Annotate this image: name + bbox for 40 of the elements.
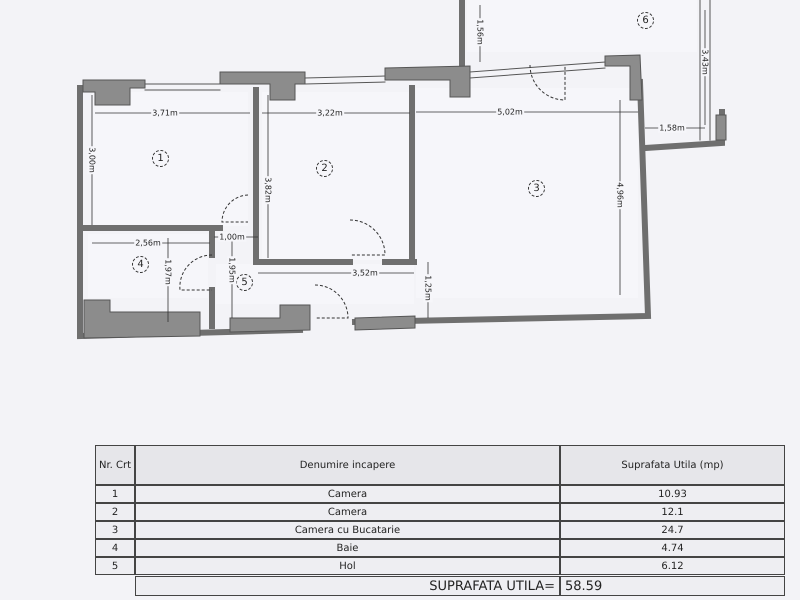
dimension-label: 4,96m	[616, 181, 624, 209]
table-cell: 2	[95, 503, 135, 521]
room-number: 2	[316, 160, 333, 177]
table-header: Nr. Crt	[95, 445, 135, 485]
dimension-label: 3,71m	[151, 108, 179, 118]
table-header: Suprafata Utila (mp)	[560, 445, 785, 485]
dimension-label: 2,56m	[134, 238, 162, 248]
table-header: Denumire incapere	[135, 445, 560, 485]
table-cell: 1	[95, 485, 135, 503]
dimension-label: 1,56m	[476, 18, 484, 46]
dimension-label: 3,52m	[351, 268, 379, 278]
room-number: 3	[528, 180, 545, 197]
table-cell: SUPRAFATA UTILA=	[135, 576, 560, 596]
dimension-label: 1,25m	[424, 274, 432, 302]
table-cell: 6.12	[560, 557, 785, 575]
dimension-label: 1,95m	[228, 256, 236, 284]
dimension-label: 1,58m	[658, 124, 686, 132]
dimension-label: 3,43m	[700, 48, 710, 76]
table-cell: 12.1	[560, 503, 785, 521]
dimension-label: 3,00m	[88, 146, 96, 174]
table-cell: 58.59	[560, 576, 785, 596]
table-cell: Camera cu Bucatarie	[135, 521, 560, 539]
dimension-label: 3,82m	[264, 176, 272, 204]
dimension-label: 1,97m	[164, 258, 172, 286]
table-cell: 4	[95, 539, 135, 557]
table-cell: 10.93	[560, 485, 785, 503]
room-number: 1	[152, 150, 169, 167]
dimension-label: 3,22m	[316, 108, 344, 118]
table-cell: Camera	[135, 485, 560, 503]
dimension-label: 5,02m	[496, 108, 524, 116]
table-cell: 3	[95, 521, 135, 539]
room-number: 6	[637, 12, 654, 29]
table-cell: Hol	[135, 557, 560, 575]
table-cell: 24.7	[560, 521, 785, 539]
room-number: 4	[132, 256, 149, 273]
table-cell: 5	[95, 557, 135, 575]
dimension-label: 1,00m	[218, 232, 246, 242]
table-cell: 4.74	[560, 539, 785, 557]
table-cell: Baie	[135, 539, 560, 557]
table-cell: Camera	[135, 503, 560, 521]
